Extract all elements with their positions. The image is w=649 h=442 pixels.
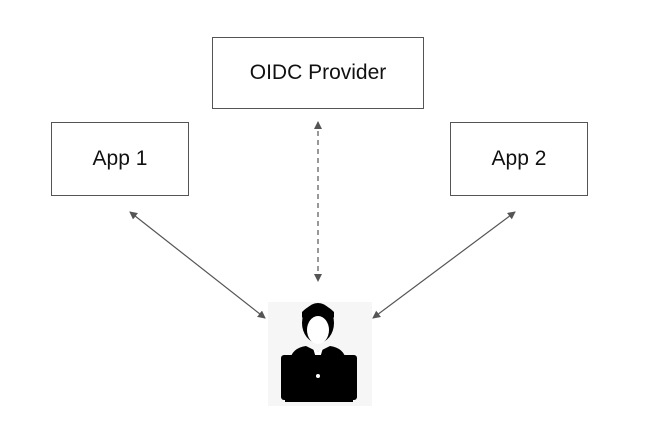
app2-node: App 2 (450, 122, 588, 196)
app1-node: App 1 (51, 122, 189, 196)
app1-user-arrow (129, 211, 266, 319)
oidc-provider-node: OIDC Provider (212, 37, 424, 109)
app2-user-arrow (372, 211, 516, 319)
user-at-laptop-icon (268, 302, 372, 406)
